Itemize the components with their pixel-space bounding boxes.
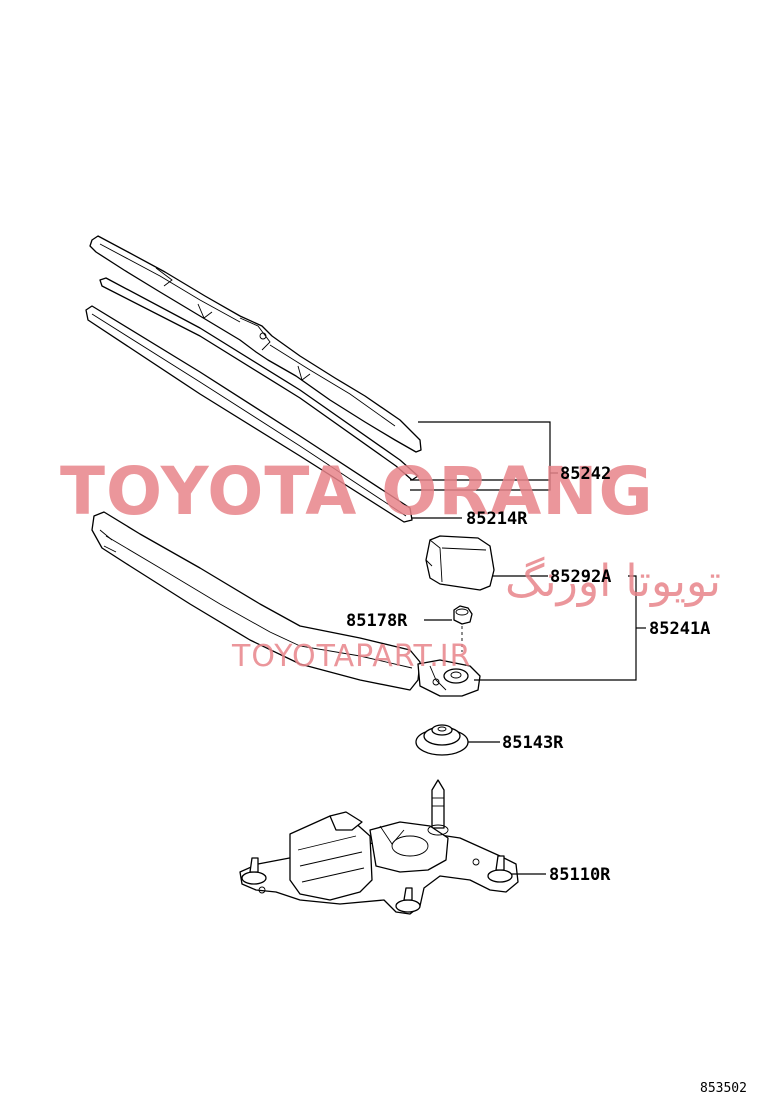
arm-nut-drawing[interactable] [453,605,473,652]
label-85214R[interactable]: 85214R [466,509,528,529]
wiper-arm-drawing[interactable] [91,511,481,697]
label-85178R[interactable]: 85178R [346,611,408,631]
label-85143R[interactable]: 85143R [502,733,564,753]
wiper-blade-drawing[interactable] [89,235,422,453]
label-85241A[interactable]: 85241A [649,619,710,639]
wiper-rubber-drawing[interactable] [85,277,419,523]
label-85242[interactable]: 85242 [560,464,611,484]
pivot-grommet-drawing[interactable] [415,724,469,756]
watermark: TOYOTA ORANG تویوتا اورنگ TOYOTAPART.IR [60,453,721,674]
label-85292A[interactable]: 85292A [550,567,611,587]
part-labels: 85242 85214R 85292A 85241A 85178R 85143R… [346,464,710,885]
label-85110R[interactable]: 85110R [549,865,611,885]
watermark-site: TOYOTAPART.IR [231,639,471,674]
leader-lines [410,421,646,875]
arm-head-cap-drawing[interactable] [425,535,495,591]
figure-code: 853502 [700,1081,747,1096]
watermark-brand: TOYOTA ORANG [60,453,654,530]
watermark-brand-persian: تویوتا اورنگ [505,556,721,607]
wiper-motor-drawing[interactable] [239,779,519,915]
